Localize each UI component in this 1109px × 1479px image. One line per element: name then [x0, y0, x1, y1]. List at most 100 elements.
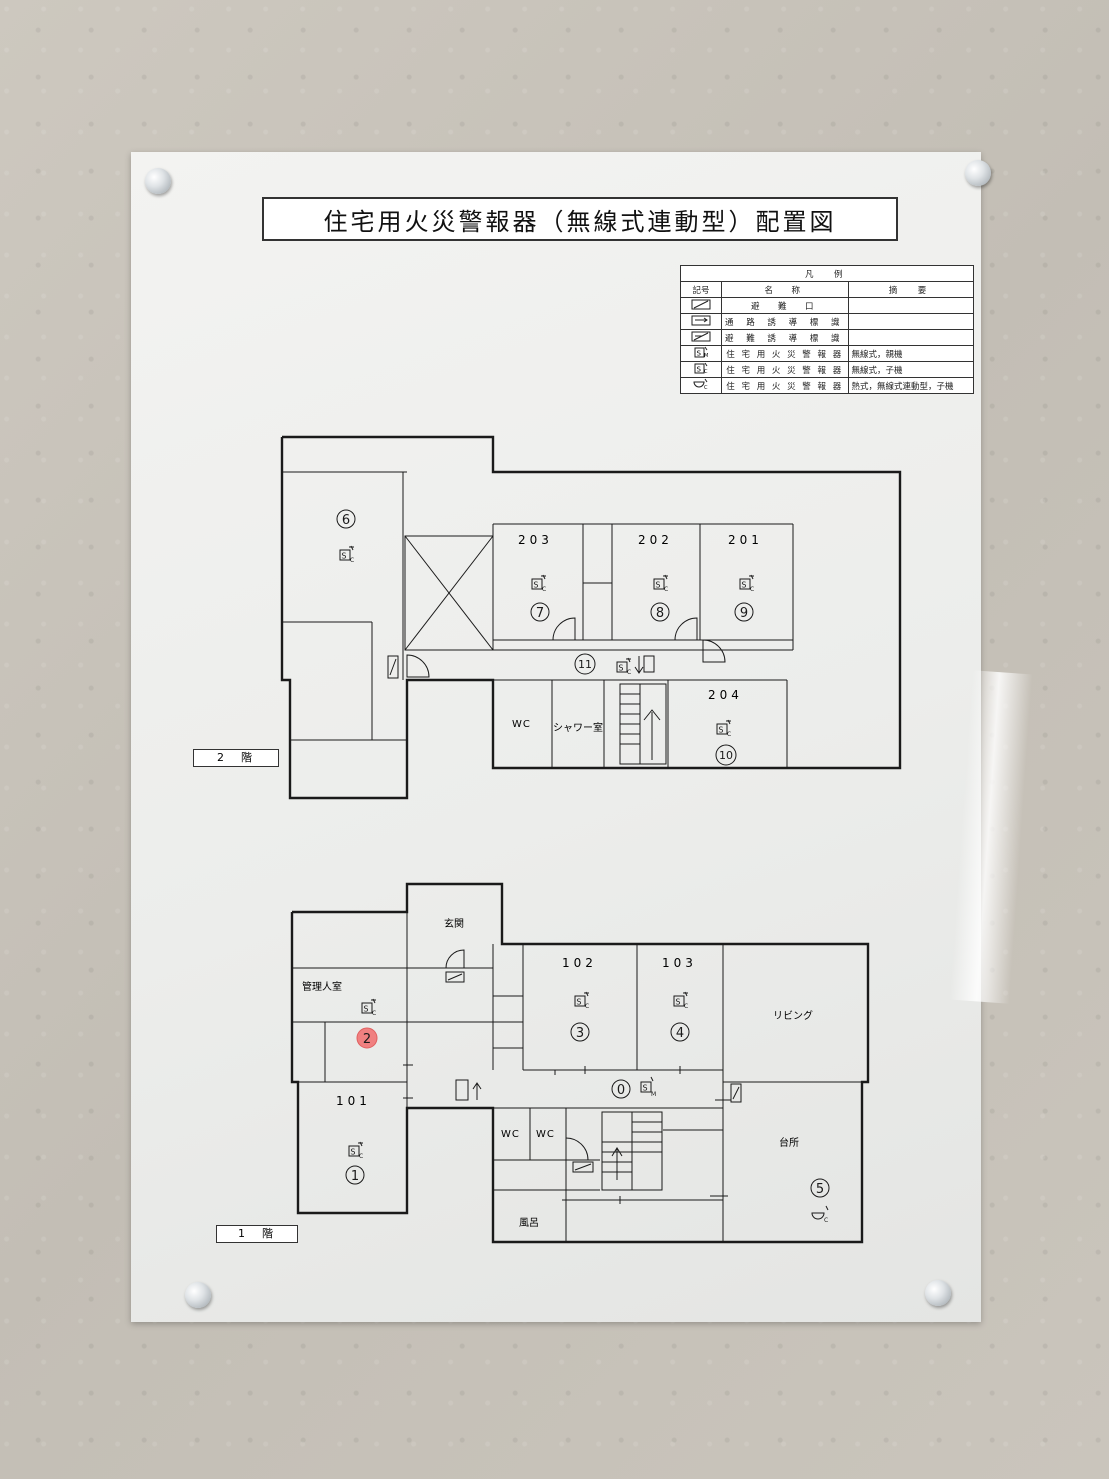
legend-row: 避 難 誘 導 標 識 [680, 329, 974, 346]
smoke-detector-child-icon [361, 998, 377, 1018]
svg-text:S: S [697, 350, 702, 358]
floor2-label: 2 階 [193, 749, 279, 767]
first-floor-plan [290, 882, 870, 1244]
room-label-102: 102 [562, 956, 597, 970]
smoke-detector-child-icon [574, 991, 590, 1011]
room-label-shower: シャワー室 [553, 723, 603, 734]
marker-8: 8 [650, 602, 670, 622]
door-swing [674, 617, 698, 641]
marker-10: 10 [715, 744, 737, 766]
second-floor-plan [280, 435, 902, 800]
door-swing [445, 949, 465, 969]
svg-text:C: C [704, 385, 708, 390]
marker-5: 5 [810, 1178, 830, 1198]
svg-text:C: C [824, 1217, 828, 1224]
marker-8-label: 8 [656, 606, 664, 621]
marker-5-label: 5 [816, 1182, 824, 1197]
marker-7: 7 [530, 602, 550, 622]
heat-detector-child-icon: C [811, 1205, 829, 1224]
smoke-detector-child-icon [739, 574, 755, 594]
marker-10-label: 10 [719, 749, 733, 762]
evacuation-exit-icon [445, 971, 465, 983]
legend-row: 通 路 誘 導 標 識 [680, 313, 974, 330]
room-label-202: 202 [638, 533, 673, 547]
floor1-label: 1 階 [216, 1225, 298, 1243]
floor-plan-sheet: 住宅用火災警報器（無線式連動型）配置図 凡 例 記号 名 称 摘 要 避 難 口… [131, 152, 1033, 1322]
pushpin-icon [145, 168, 171, 194]
heat-detector-child-icon: C [693, 378, 708, 391]
marker-1: 1 [345, 1165, 365, 1185]
legend-table: 凡 例 記号 名 称 摘 要 避 難 口 通 路 誘 導 標 識 避 難 誘 導… [680, 265, 974, 394]
door-swing [702, 639, 726, 663]
marker-2-highlighted: 2 [356, 1027, 378, 1049]
legend-row: 避 難 口 [680, 297, 974, 314]
evacuation-guide-sign-icon [691, 331, 711, 341]
room-label-kitchen: 台所 [779, 1138, 799, 1149]
passage-guide-sign-icon [691, 315, 711, 325]
stairs [601, 1111, 663, 1191]
wall-ticks [403, 1064, 731, 1204]
plan-title: 住宅用火災警報器（無線式連動型）配置図 [262, 197, 898, 241]
legend-row: C 住 宅 用 火 災 警 報 器 熱式，無線式連動型，子機 [680, 377, 974, 394]
room-label-203: 203 [518, 533, 553, 547]
marker-0: 0 [611, 1079, 631, 1099]
legend-row-note: 熱式，無線式連動型，子機 [847, 377, 974, 394]
evacuation-guide-sign-icon [572, 1161, 594, 1173]
pushpin-icon [925, 1280, 951, 1306]
marker-3-label: 3 [576, 1026, 584, 1041]
evacuation-exit-icon [387, 655, 399, 679]
marker-2-label: 2 [363, 1032, 371, 1047]
room-label-101: 101 [336, 1094, 371, 1108]
marker-4: 4 [670, 1022, 690, 1042]
marker-7-label: 7 [536, 606, 544, 621]
marker-6-label: 6 [342, 513, 350, 528]
marker-11: 11 [574, 653, 596, 675]
room-label-wc: WC [536, 1129, 555, 1140]
room-label-bath: 風呂 [519, 1218, 539, 1229]
smoke-detector-master-icon: S M [640, 1076, 656, 1098]
evacuation-exit-icon [730, 1083, 742, 1103]
smoke-detector-child-icon [616, 657, 632, 677]
floor-plans: S C [280, 435, 902, 1244]
pushpin-icon [185, 1282, 211, 1308]
room-label-wc: WC [501, 1129, 520, 1140]
smoke-detector-child-icon [653, 574, 669, 594]
room-label-wc: WC [512, 719, 531, 730]
marker-9: 9 [734, 602, 754, 622]
evacuation-exit-icon [691, 299, 711, 309]
room-label-204: 204 [708, 688, 743, 702]
marker-3: 3 [570, 1022, 590, 1042]
detector-markers: S M C 6 7 8 9 10 11 2 3 4 0 1 5 [336, 509, 830, 1224]
guide-arrows-icon [634, 655, 655, 674]
smoke-detector-child-icon [339, 545, 355, 565]
room-label-living: リビング [773, 1011, 813, 1022]
room-label-kanrinin: 管理人室 [302, 982, 342, 993]
smoke-detector-child-icon [531, 574, 547, 594]
marker-9-label: 9 [740, 606, 748, 621]
smoke-detector-child-icon [348, 1141, 364, 1161]
svg-text:S: S [643, 1084, 648, 1093]
smoke-detector-child-icon [673, 991, 689, 1011]
passage-guide-sign-icon [455, 1079, 469, 1101]
marker-0-label: 0 [617, 1083, 625, 1098]
smoke-detector-child-icon [716, 719, 732, 739]
svg-text:C: C [704, 369, 708, 374]
svg-text:M: M [651, 1091, 656, 1098]
marker-1-label: 1 [351, 1169, 359, 1184]
pushpin-icon [965, 160, 991, 186]
room-label-genkan: 玄関 [444, 919, 464, 930]
marker-11-label: 11 [578, 658, 592, 671]
marker-6: 6 [336, 509, 356, 529]
svg-text:M: M [704, 353, 708, 358]
marker-4-label: 4 [676, 1026, 684, 1041]
door-swing [565, 1137, 589, 1161]
door-swing [406, 654, 430, 678]
stairs [619, 683, 667, 765]
room-label-201: 201 [728, 533, 763, 547]
floor1-outer-wall [290, 882, 870, 1244]
room-label-103: 103 [662, 956, 697, 970]
